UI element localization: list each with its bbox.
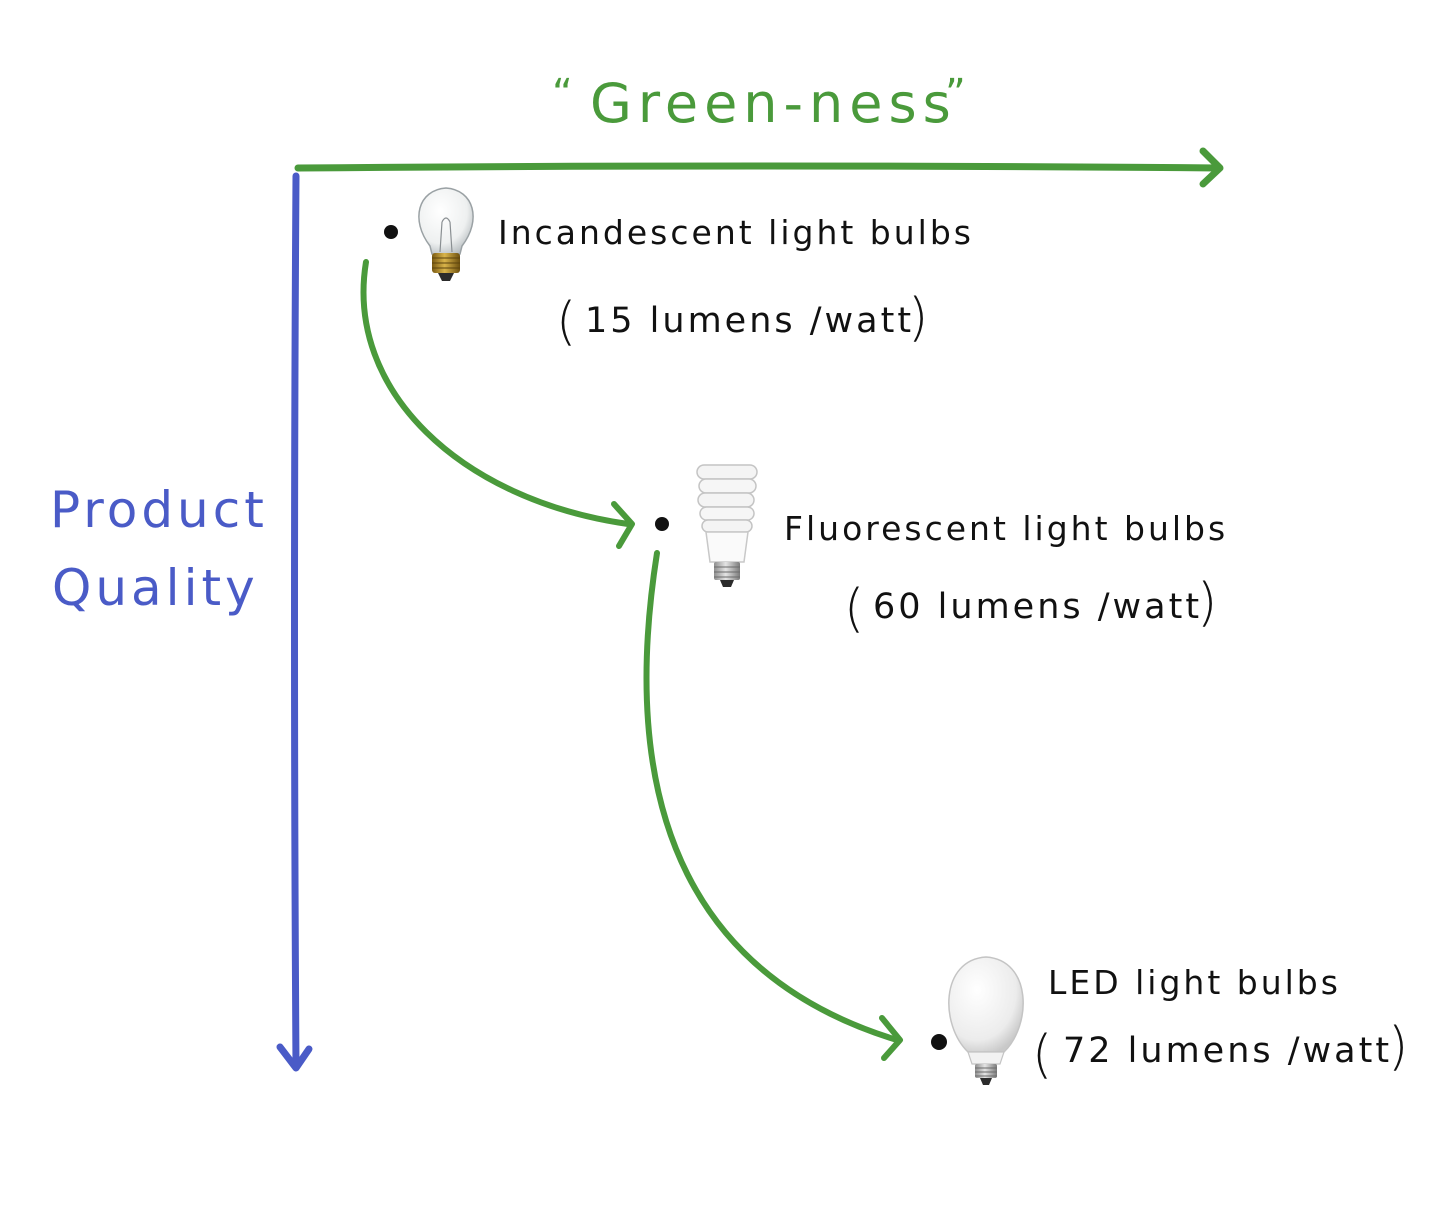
incandescent-efficiency: 15 lumens /watt — [585, 301, 914, 341]
incandescent-bulb-icon — [418, 187, 474, 281]
y-axis-label-line2: Quality — [52, 559, 259, 617]
x-axis-close-quote: ” — [945, 71, 969, 117]
arrow-fluorescent-to-led — [643, 550, 900, 1043]
y-axis-title: Product Quality — [50, 481, 268, 617]
y-axis — [276, 172, 313, 1072]
led-label: LED light bulbs — [1048, 963, 1341, 1002]
led-paren-close: ) — [1388, 1017, 1411, 1077]
incandescent-paren-open: ( — [556, 292, 579, 352]
progression-arrows — [360, 259, 903, 1061]
led-paren-open: ( — [1032, 1025, 1055, 1085]
item-incandescent: Incandescent light bulbs ( 15 lumens /wa… — [384, 187, 974, 352]
arrowhead-fluorescent — [611, 501, 635, 549]
fluorescent-efficiency: 60 lumens /watt — [873, 587, 1202, 627]
led-bulb-icon — [948, 956, 1024, 1085]
y-axis-line — [291, 172, 300, 1070]
y-axis-arrowhead — [276, 1043, 313, 1072]
x-axis-line — [294, 162, 1222, 172]
fluorescent-point — [655, 517, 669, 531]
arrowhead-led — [879, 1015, 903, 1061]
fluorescent-label: Fluorescent light bulbs — [784, 509, 1228, 548]
incandescent-paren-close: ) — [908, 288, 931, 348]
x-axis — [294, 147, 1224, 188]
fluorescent-paren-open: ( — [844, 579, 867, 639]
led-efficiency: 72 lumens /watt — [1063, 1031, 1392, 1071]
x-axis-label: Green-ness — [590, 72, 957, 135]
fluorescent-bulb-icon — [696, 464, 758, 587]
led-point — [931, 1034, 947, 1050]
item-led: LED light bulbs ( 72 lumens /watt ) — [931, 956, 1411, 1085]
incandescent-label: Incandescent light bulbs — [498, 213, 974, 252]
x-axis-arrowhead — [1199, 147, 1224, 188]
y-axis-label-line1: Product — [50, 481, 268, 539]
arrow-incandescent-to-fluorescent — [360, 259, 631, 527]
fluorescent-paren-close: ) — [1197, 573, 1220, 633]
item-fluorescent: Fluorescent light bulbs ( 60 lumens /wat… — [655, 464, 1228, 639]
x-axis-title: “ Green-ness ” — [552, 71, 969, 135]
incandescent-point — [384, 225, 398, 239]
x-axis-open-quote: “ — [552, 71, 576, 117]
